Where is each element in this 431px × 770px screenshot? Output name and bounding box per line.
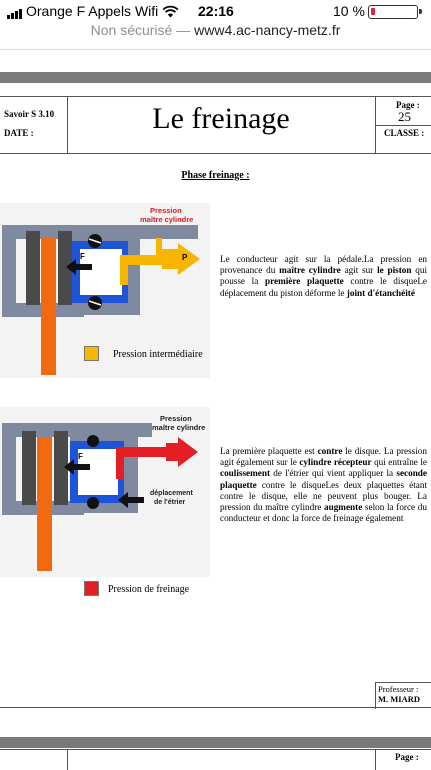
page-separator-2: [0, 737, 431, 748]
wifi-icon: [162, 5, 179, 18]
clock-time: 22:16: [198, 3, 234, 19]
text-run: Le déplacement du piston déforme le: [220, 276, 428, 298]
header-right-cell: Page : 25 CLASSE :: [375, 97, 431, 154]
battery-percent: 10 %: [333, 3, 365, 19]
text-run: le piston: [377, 265, 412, 276]
text-run: seconde plaquette: [220, 468, 427, 490]
text-run: contre le disque: [343, 276, 418, 287]
maitre-cylindre-label-2: maître cylindre: [152, 423, 205, 432]
text-run: contre le disque: [256, 479, 326, 490]
savoir-label: Savoir S 3.10: [4, 109, 55, 119]
document-page: Savoir S 3.10 DATE : Le freinage Page : …: [0, 96, 431, 709]
text-run: le disque. La pression agit également su…: [220, 446, 427, 468]
legend-intermediate: Pression intermédiaire: [113, 349, 203, 360]
security-label: Non sécurisé —: [90, 22, 191, 38]
carrier-name: Orange F Appels Wifi: [26, 3, 159, 19]
text-run: de l'étrier qui vient appliquer la: [270, 468, 397, 479]
force-label: F: [80, 252, 85, 261]
text-run: qui pousse la: [220, 265, 428, 287]
url-domain: www4.ac-nancy-metz.fr: [194, 22, 341, 38]
professeur-name: M. MIARD: [378, 694, 421, 704]
classe-label: CLASSE :: [384, 128, 425, 138]
section-title: Phase freinage :: [181, 170, 250, 181]
toolbar-divider: [0, 49, 431, 50]
page-title: Le freinage: [152, 102, 290, 135]
text-run: La pression en provenance du: [220, 254, 427, 276]
professeur-label: Professeur :: [378, 684, 419, 694]
text-run: contre: [317, 446, 343, 456]
professeur-box: Professeur : M. MIARD: [375, 682, 431, 709]
caliper-diagram-braking: F Pression maître cylindre déplacement d…: [0, 407, 210, 577]
text-run: Les deux plaquettes étant contre le disq…: [220, 479, 427, 513]
force-label-2: F: [78, 452, 83, 461]
text-run: augmente: [324, 502, 363, 513]
text-run: agit sur: [340, 265, 378, 276]
page-label: Page :: [396, 100, 420, 110]
pression-label-2: Pression: [160, 414, 192, 423]
caliper-diagram-intermediate: F P Pression maître cylindre: [0, 203, 210, 378]
etrier-label: de l'étrier: [154, 499, 186, 506]
legend-swatch-braking: [84, 581, 99, 596]
date-label: DATE :: [4, 128, 34, 138]
maitre-cylindre-label: maître cylindre: [140, 215, 193, 224]
next-document-page: Page :: [0, 749, 431, 770]
legend-braking: Pression de freinage: [108, 584, 190, 595]
text-run: La première plaquette est: [220, 446, 318, 456]
text-run: qui entraîne le: [371, 457, 427, 468]
page-separator: [0, 72, 431, 83]
paragraph-2: La première plaquette est contre le disq…: [220, 446, 427, 524]
text-run: coulissement: [220, 468, 271, 479]
url-bar[interactable]: Non sécurisé — www4.ac-nancy-metz.fr: [0, 22, 431, 38]
deplacement-label: déplacement: [150, 490, 193, 497]
pression-label: Pression: [150, 206, 182, 215]
text-run: première plaquette: [264, 276, 344, 287]
pressure-p-label: P: [182, 253, 188, 262]
next-page-label: Page :: [395, 752, 419, 762]
page-number: 25: [398, 109, 411, 124]
text-run: cylindre récepteur: [299, 457, 372, 468]
battery-icon: [368, 5, 422, 19]
text-run: joint d'étanchéité: [346, 287, 415, 298]
text-run: maître cylindre: [279, 265, 341, 276]
legend-swatch-intermediate: [84, 346, 99, 361]
paragraph-1: Le conducteur agit sur la pédale.La pres…: [220, 254, 427, 299]
text-run: selon la force du conducteur et donc la …: [220, 502, 427, 524]
text-run: Le conducteur agit sur la pédale.: [220, 254, 364, 264]
header-left-cell: Savoir S 3.10 DATE :: [0, 97, 68, 154]
status-bar: Orange F Appels Wifi 22:16 10 %: [0, 0, 431, 24]
